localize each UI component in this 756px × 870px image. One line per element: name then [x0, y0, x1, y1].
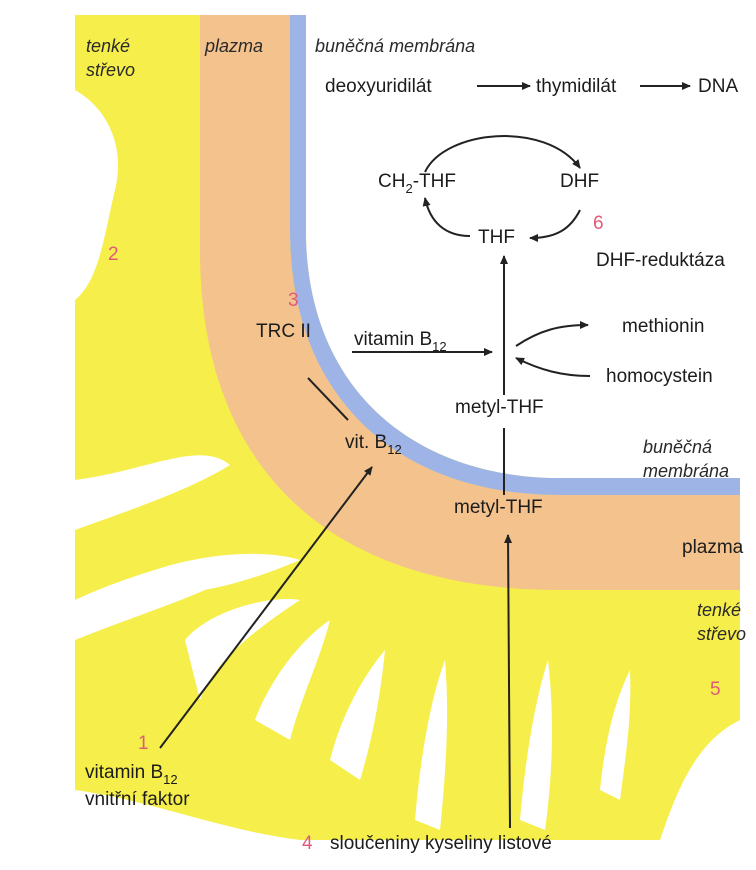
label-plazma-right: plazma — [682, 537, 744, 558]
label-dhf-reduktaza: DHF-reduktáza — [596, 250, 725, 271]
label-bunecna-membrana-right-2: membrána — [643, 461, 729, 481]
label-tenke-strevo-right-2: střevo — [697, 624, 746, 644]
label-tenke-strevo-right-1: tenké — [697, 600, 741, 620]
number-6: 6 — [593, 213, 604, 234]
label-bunecna-membrana-top: buněčná membrána — [315, 36, 475, 56]
label-vnitrni-faktor: vnitřní faktor — [85, 789, 190, 810]
number-2: 2 — [108, 244, 119, 265]
label-homocystein: homocystein — [606, 366, 713, 387]
label-methionin: methionin — [622, 316, 704, 337]
label-thf: THF — [478, 227, 515, 248]
label-trc-ii: TRC II — [256, 321, 311, 342]
label-bunecna-membrana-right-1: buněčná — [643, 437, 712, 457]
label-plazma-top: plazma — [204, 36, 263, 56]
label-dna: DNA — [698, 76, 738, 97]
label-metyl-thf-plasma: metyl-THF — [454, 497, 543, 518]
number-5: 5 — [710, 679, 721, 700]
label-slouceniny: sloučeniny kyseliny listové — [330, 833, 552, 854]
label-tenke-strevo-top-2: střevo — [86, 60, 135, 80]
number-1: 1 — [138, 733, 149, 754]
number-4: 4 — [302, 833, 313, 854]
label-thymidilat: thymidilát — [536, 76, 617, 97]
label-metyl-thf-inner: metyl-THF — [455, 397, 544, 418]
label-tenke-strevo-top-1: tenké — [86, 36, 130, 56]
label-deoxyuridilat: deoxyuridilát — [325, 76, 432, 97]
label-dhf: DHF — [560, 171, 599, 192]
number-3: 3 — [288, 290, 299, 311]
